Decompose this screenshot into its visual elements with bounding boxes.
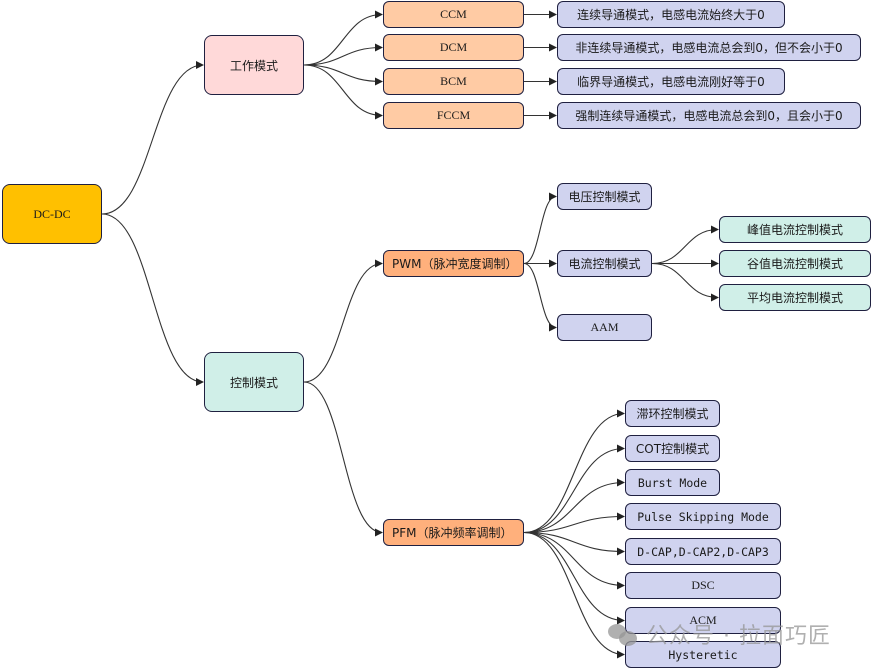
node-label: 电流控制模式 bbox=[568, 257, 641, 271]
node-label: 控制模式 bbox=[229, 375, 278, 390]
node-label: Hysteretic bbox=[668, 647, 738, 662]
node-label: CCM bbox=[440, 7, 467, 21]
node-bcm-description[interactable]: 临界导通模式，电感电流刚好等于0 bbox=[557, 68, 785, 95]
edge-pfm-cot-control bbox=[523, 444, 625, 534]
node-label: 强制连续导通模式，电感电流总会到0，且会小于0 bbox=[575, 109, 843, 123]
node-valley-current-mode[interactable]: 谷值电流控制模式 bbox=[719, 250, 871, 277]
node-fccm-description[interactable]: 强制连续导通模式，电感电流总会到0，且会小于0 bbox=[557, 102, 861, 129]
node-label: 电压控制模式 bbox=[568, 190, 641, 204]
node-label: 滞环控制模式 bbox=[636, 407, 709, 421]
node-hysteretic[interactable]: Hysteretic bbox=[625, 641, 781, 668]
node-acm[interactable]: ACM bbox=[625, 607, 781, 634]
node-label: 平均电流控制模式 bbox=[746, 291, 843, 305]
edge-root-control-mode bbox=[101, 213, 204, 386]
edge-pfm-burst-mode bbox=[523, 478, 625, 534]
node-label: PWM（脉冲宽度调制） bbox=[392, 257, 518, 271]
node-pfm[interactable]: PFM（脉冲频率调制） bbox=[383, 519, 524, 546]
node-label: ACM bbox=[689, 613, 717, 627]
edge-pfm-hysteresis-control bbox=[523, 409, 625, 534]
node-label: COT控制模式 bbox=[635, 442, 710, 456]
edge-pwm-aam bbox=[523, 262, 557, 332]
node-label: 谷值电流控制模式 bbox=[746, 257, 843, 271]
node-current-mode[interactable]: 电流控制模式 bbox=[557, 250, 652, 277]
node-pulse-skipping-mode[interactable]: Pulse Skipping Mode bbox=[625, 503, 781, 530]
node-label: DC-DC bbox=[33, 206, 71, 221]
node-dcm[interactable]: DCM bbox=[383, 34, 524, 61]
edge-current-peak-current-mode bbox=[651, 225, 719, 265]
node-fccm[interactable]: FCCM bbox=[383, 102, 524, 129]
node-aam[interactable]: AAM bbox=[557, 314, 652, 341]
node-dcm-description[interactable]: 非连续导通模式，电感电流总会到0，但不会小于0 bbox=[557, 34, 861, 61]
node-ccm-description[interactable]: 连续导通模式，电感电流始终大于0 bbox=[557, 1, 785, 28]
edge-pfm-acm bbox=[523, 531, 625, 625]
node-label: FCCM bbox=[436, 108, 471, 122]
node-label: 临界导通模式，电感电流刚好等于0 bbox=[577, 75, 765, 89]
node-label: 峰值电流控制模式 bbox=[746, 223, 843, 237]
node-label: 连续导通模式，电感电流始终大于0 bbox=[577, 8, 765, 22]
node-label: AAM bbox=[590, 320, 619, 334]
node-label: 工作模式 bbox=[229, 58, 278, 73]
node-control-mode[interactable]: 控制模式 bbox=[204, 352, 304, 412]
edge-work-mode-dcm bbox=[303, 43, 383, 66]
edge-pwm-voltage-mode bbox=[523, 192, 557, 265]
node-dsc[interactable]: DSC bbox=[625, 572, 781, 599]
edge-work-mode-fccm bbox=[303, 64, 383, 120]
node-label: PFM（脉冲频率调制） bbox=[392, 526, 513, 540]
edge-root-work-mode bbox=[101, 61, 204, 215]
edge-pfm-pulse-skipping-mode bbox=[523, 512, 625, 534]
edge-pfm-dsc bbox=[523, 531, 625, 590]
node-label: DSC bbox=[691, 578, 715, 592]
edge-work-mode-ccm bbox=[303, 10, 383, 66]
node-hysteresis-control[interactable]: 滞环控制模式 bbox=[625, 400, 720, 427]
node-ccm[interactable]: CCM bbox=[383, 1, 524, 28]
edge-control-pfm bbox=[303, 381, 383, 537]
edge-current-average-current-mode bbox=[651, 262, 719, 302]
node-label: Pulse Skipping Mode bbox=[637, 509, 769, 524]
node-peak-current-mode[interactable]: 峰值电流控制模式 bbox=[719, 216, 871, 243]
edge-pfm-d-cap bbox=[523, 531, 625, 556]
node-bcm[interactable]: BCM bbox=[383, 68, 524, 95]
edge-control-pwm bbox=[303, 259, 383, 383]
node-burst-mode[interactable]: Burst Mode bbox=[625, 469, 720, 496]
node-d-cap[interactable]: D-CAP,D-CAP2,D-CAP3 bbox=[625, 538, 781, 565]
node-label: DCM bbox=[439, 40, 468, 54]
node-label: D-CAP,D-CAP2,D-CAP3 bbox=[637, 544, 769, 559]
node-pwm[interactable]: PWM（脉冲宽度调制） bbox=[383, 250, 524, 277]
node-label: Burst Mode bbox=[637, 475, 708, 490]
node-cot-control[interactable]: COT控制模式 bbox=[625, 435, 720, 462]
node-average-current-mode[interactable]: 平均电流控制模式 bbox=[719, 284, 871, 311]
edge-work-mode-bcm bbox=[303, 64, 383, 86]
node-root[interactable]: DC-DC bbox=[2, 184, 102, 244]
node-label: BCM bbox=[440, 74, 467, 88]
node-label: 非连续导通模式，电感电流总会到0，但不会小于0 bbox=[575, 41, 843, 55]
node-work-mode[interactable]: 工作模式 bbox=[204, 35, 304, 95]
node-voltage-mode[interactable]: 电压控制模式 bbox=[557, 183, 652, 210]
edge-pfm-hysteretic bbox=[523, 531, 625, 659]
